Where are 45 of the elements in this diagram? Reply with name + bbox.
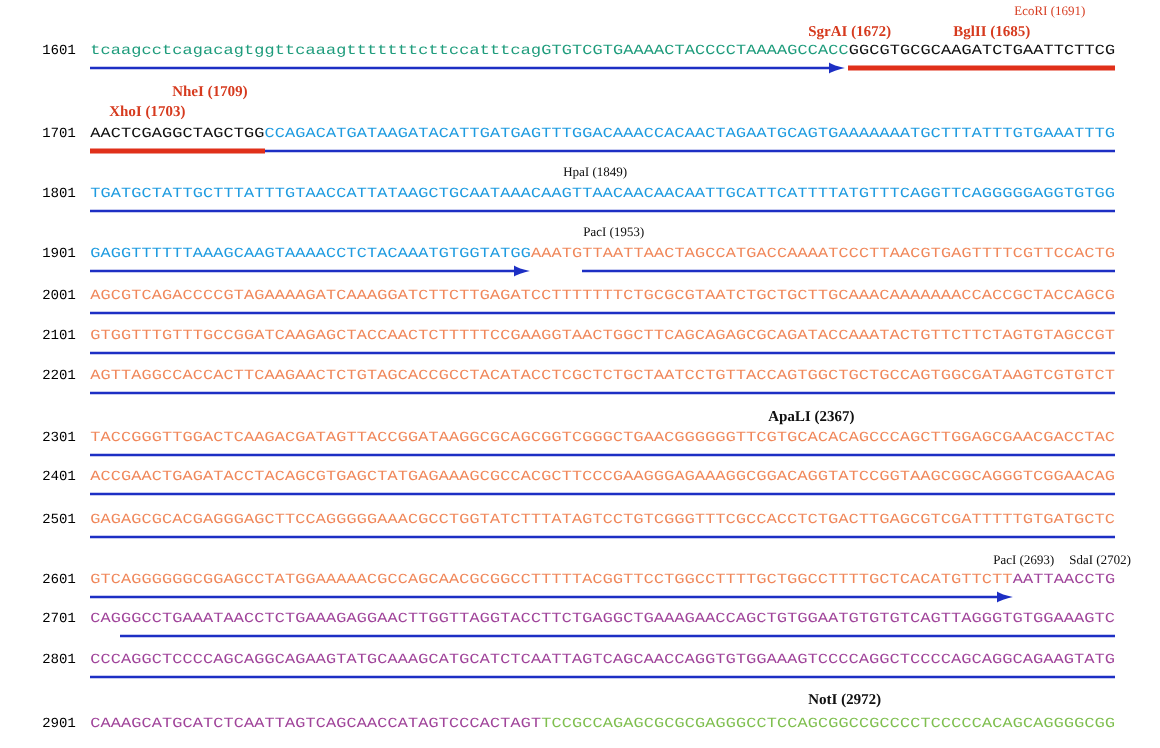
site-label: PacI (1953) <box>583 227 644 239</box>
position-number: 2901 <box>43 717 76 728</box>
position-number: 1801 <box>43 187 76 198</box>
position-number: 2101 <box>43 329 76 340</box>
sequence-text: TACCGGGTTGGACTCAAGACGATAGTTACCGGATAAGGCGCAGCGGTCGGGCTGAACGGGGGGTTCGTGCACACAGCCCAGCTTGGAGCGAACGACCTAC <box>90 431 1115 442</box>
sequence-text: CAGGGCCTGAAATAACCTCTGAAAGAGGAACTTGGTTAGGTACCTTCTGAGGCTGAAAGAACCAGCTGTGGAATGTGTGTCAGTTAGGGTGTGGAAAGTC <box>91 612 1115 623</box>
site-label: SgrAI (1672) <box>809 25 891 40</box>
position-number: 1901 <box>43 247 76 258</box>
sequence-text: AACTCGAGGCTAGCTGG <box>90 127 264 138</box>
sequence-text: AAATGTTAATTAACTAGCCATGACCAAAATCCCTTAACGTGAGTTTTCGTTCCACTG <box>530 247 1115 258</box>
position-number: 1701 <box>43 127 76 138</box>
site-label: HpaI (1849) <box>563 167 627 179</box>
site-label: NotI (2972) <box>808 693 881 708</box>
sequence-text: GTGTCGTGAAAACTACCCCTAAAAGCCACC <box>542 44 848 55</box>
site-label: NheI (1709) <box>172 85 247 100</box>
sequence-text: AGTTAGGCCACCACTTCAAGAACTCTGTAGCACCGCCTACATACCTCGCTCTGCTAATCCTGTTACCAGTGGCTGCTGCCAGTGGCGATAAGTCGTGTCT <box>90 369 1115 380</box>
position-number: 2801 <box>43 653 76 664</box>
position-number: 2701 <box>43 612 76 623</box>
site-label: XhoI (1703) <box>109 105 185 120</box>
sequence-text: tcaagcctcagacagtggttcaaagtttttttcttccatttcag <box>91 44 540 57</box>
sequence-text: CCAGACATGATAAGATACATTGATGAGTTTGGACAAACCACAACTAGAATGCAGTGAAAAAAATGCTTTATTTGTGAAATTTG <box>265 127 1114 138</box>
sequence-text: TCCGCCAGAGCGCGCGAGGGCCTCCAGCGGCCGCCCCTCCCCCACAGCAGGGGCGG <box>541 717 1115 728</box>
sequence-text: GAGAGCGCACGAGGGAGCTTCCAGGGGGAAACGCCTGGTATCTTTATAGTCCTGTCGGGTTTCGCCACCTCTGACTTGAGCGTCGATTTTTGTGATGCTC <box>91 513 1115 524</box>
sequence-text: AGCGTCAGACCCCGTAGAAAAGATCAAAGGATCTTCTTGAGATCCTTTTTTTCTGCGCGTAATCTGCTGCTTGCAAACAAAAAAACCACCGCTACCAGCG <box>90 289 1114 300</box>
position-number: 2601 <box>43 573 76 584</box>
position-number: 2401 <box>43 470 76 481</box>
sequence-text: ACCGAACTGAGATACCTACAGCGTGAGCTATGAGAAAGCGCCACGCTTCCCGAAGGGAGAAAGGCGGACAGGTATCCGGTAAGCGGCAGGGTCGGAACAG <box>90 470 1114 481</box>
site-label: ApaLI (2367) <box>768 410 854 425</box>
sequence-text: GTGGTTTGTTTGCCGGATCAAGAGCTACCAACTCTTTTTCCGAAGGTAACTGGCTTCAGCAGAGCGCAGATACCAAATACTGTTCTTCTAGTGTAGCCGT <box>91 329 1115 340</box>
site-label: EcoRI (1691) <box>1014 6 1085 18</box>
sequence-text: CCCAGGCTCCCCAGCAGGCAGAAGTATGCAAAGCATGCATCTCAATTAGTCAGCAACCAGGTGTGGAAAGTCCCCAGGCTCCCCAGCAGGCAGAAGTATG <box>91 653 1114 664</box>
position-number: 2001 <box>43 289 76 300</box>
position-number: 1601 <box>43 44 76 55</box>
position-number: 2201 <box>43 369 76 380</box>
site-label: SdaI (2702) <box>1070 555 1131 567</box>
sequence-text: CAAAGCATGCATCTCAATTAGTCAGCAACCATAGTCCCACTAGT <box>91 717 541 728</box>
sequence-text: GAGGTTTTTTAAAGCAAGTAAAACCTCTACAAATGTGGTATGG <box>91 247 530 258</box>
sequence-text: AATTAACCTG <box>1012 573 1115 584</box>
site-label: BglII (1685) <box>953 25 1030 40</box>
position-number: 2501 <box>43 513 76 524</box>
sequence-text: GGCGTGCGCAAGATCTGAATTCTTCG <box>849 44 1115 55</box>
sequence-text: GTCAGGGGGGCGGAGCCTATGGAAAAACGCCAGCAACGCGGCCTTTTTACGGTTCCTGGCCTTTTGCTGGCCTTTTGCTCACATGTTCTT <box>91 573 1012 584</box>
site-label: PacI (2693) <box>993 555 1054 567</box>
position-number: 2301 <box>43 431 76 442</box>
sequence-text: TGATGCTATTGCTTTATTTGTAACCATTATAAGCTGCAATAAACAAGTTAACAACAACAATTGCATTCATTTTATGTTTCAGGTTCAGGGGGAGGTGTGG <box>90 187 1114 198</box>
